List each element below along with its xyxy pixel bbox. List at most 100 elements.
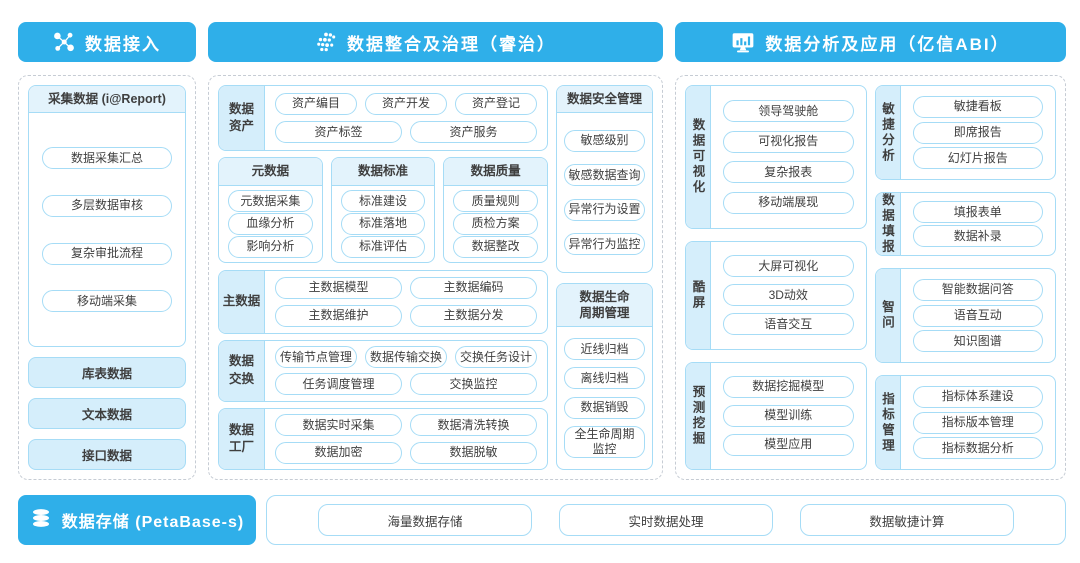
group-label: 数据填报 — [875, 193, 901, 255]
network-dots-icon — [53, 31, 75, 53]
header-label: 数据接入 — [85, 34, 161, 54]
feature-chip: 异常行为监控 — [564, 233, 645, 255]
feature-chip: 质检方案 — [453, 212, 539, 235]
feature-chip: 主数据维护 — [275, 304, 402, 327]
group-data-security: 数据安全管理 敏感级别敏感数据查询异常行为设置异常行为监控 — [556, 85, 653, 273]
feature-chip: 资产开发 — [365, 92, 447, 115]
group-items: 敏捷看板即席报告幻灯片报告 — [901, 86, 1056, 179]
group-collect-data: 采集数据 (i@Report) 数据采集汇总多层数据审核复杂审批流程移动端采集 — [28, 85, 186, 347]
group-items: 敏感级别敏感数据查询异常行为设置异常行为监控 — [557, 113, 652, 271]
group-label: 数据 交换 — [219, 340, 265, 401]
group-title: 数据质量 — [444, 158, 548, 186]
feature-chip: 离线归档 — [564, 367, 645, 390]
feature-chip: 数据脱敏 — [410, 441, 537, 464]
feature-chip: 质量规则 — [453, 190, 539, 213]
feature-chip: 语音互动 — [912, 304, 1043, 327]
storage-chip: 实时数据处理 — [559, 504, 773, 536]
group-items: 填报表单数据补录 — [901, 193, 1056, 255]
feature-chip: 任务调度管理 — [275, 373, 402, 396]
group-indicator-management: 指标管理 指标体系建设指标版本管理指标数据分析 — [874, 375, 1056, 470]
feature-chip: 复杂审批流程 — [42, 242, 172, 265]
source-box: 文本数据 — [28, 398, 186, 429]
feature-chip: 敏捷看板 — [912, 95, 1043, 118]
feature-chip: 领导驾驶舱 — [723, 100, 854, 123]
feature-chip: 数据整改 — [453, 235, 539, 258]
group-title: 元数据 — [219, 158, 322, 186]
header-data-storage: 数据存储 (PetaBase-s) — [18, 495, 256, 545]
feature-chip: 可视化报告 — [723, 130, 854, 153]
chip-row: 主数据维护主数据分发 — [275, 304, 537, 327]
chip-row: 资产标签资产服务 — [275, 121, 537, 144]
group-label: 指标管理 — [875, 376, 901, 469]
monitor-chart-icon — [731, 31, 755, 53]
chip-row: 传输节点管理数据传输交换交换任务设计 — [275, 346, 537, 369]
feature-chip: 即席报告 — [912, 121, 1043, 144]
header-label: 数据存储 (PetaBase-s) — [61, 514, 245, 531]
group-title: 数据生命 周期管理 — [557, 283, 652, 327]
chip-row: 资产编目资产开发资产登记 — [275, 92, 537, 115]
group-title: 数据标准 — [331, 158, 435, 186]
group-items: 领导驾驶舱可视化报告复杂报表移动端展现 — [711, 86, 866, 228]
database-icon — [30, 507, 52, 534]
feature-chip: 数据加密 — [275, 441, 402, 464]
group-data-standard: 数据标准 标准建设标准落地标准评估 — [330, 157, 436, 264]
group-row-meta-standard-quality: 元数据 元数据采集血缘分析影响分析 数据标准 标准建设标准落地标准评估 数据质量… — [218, 157, 549, 264]
group-metadata: 元数据 元数据采集血缘分析影响分析 — [218, 157, 323, 264]
header-data-analysis: 数据分析及应用（亿信ABI） — [675, 22, 1066, 62]
feature-chip: 智能数据问答 — [912, 278, 1043, 301]
group-smart-qa: 智问 智能数据问答语音互动知识图谱 — [874, 268, 1056, 363]
group-agile-analysis: 敏捷分析 敏捷看板即席报告幻灯片报告 — [874, 85, 1056, 180]
access-column: 数据接入 采集数据 (i@Report) 数据采集汇总多层数据审核复杂审批流程移… — [18, 22, 196, 480]
group-data-factory: 数据 工厂 数据实时采集数据清洗转换 数据加密数据脱敏 — [218, 408, 548, 470]
feature-chip: 填报表单 — [912, 201, 1043, 223]
governance-panel: 数据 资产 资产编目资产开发资产登记 资产标签资产服务 元数据 元数据采集血缘分… — [208, 75, 663, 480]
feature-chip: 大屏可视化 — [723, 255, 854, 278]
feature-chip: 元数据采集 — [228, 190, 313, 213]
feature-chip: 异常行为设置 — [564, 198, 645, 221]
feature-chip: 数据挖掘模型 — [723, 375, 854, 398]
feature-chip: 3D动效 — [723, 284, 854, 307]
group-items: 标准建设标准落地标准评估 — [332, 186, 435, 263]
feature-chip: 标准落地 — [340, 212, 426, 235]
storage-chip: 海量数据存储 — [318, 504, 532, 536]
chip-row: 主数据模型主数据编码 — [275, 276, 537, 299]
storage-items: 海量数据存储实时数据处理数据敏捷计算 — [266, 495, 1066, 545]
group-predictive-mining: 预测挖掘 数据挖掘模型模型训练模型应用 — [685, 361, 867, 470]
access-panel: 采集数据 (i@Report) 数据采集汇总多层数据审核复杂审批流程移动端采集 … — [18, 75, 196, 480]
feature-chip: 数据清洗转换 — [410, 414, 537, 437]
group-label: 预测挖掘 — [686, 362, 711, 469]
storage-chip: 数据敏捷计算 — [800, 504, 1014, 536]
group-items: 质量规则质检方案数据整改 — [444, 186, 547, 263]
feature-chip: 主数据分发 — [410, 304, 537, 327]
group-data-asset: 数据 资产 资产编目资产开发资产登记 资产标签资产服务 — [218, 85, 548, 151]
feature-chip: 影响分析 — [228, 235, 313, 258]
feature-chip: 交换任务设计 — [455, 346, 537, 369]
feature-chip: 模型训练 — [723, 404, 854, 427]
source-box: 库表数据 — [28, 357, 186, 388]
group-items: 数据挖掘模型模型训练模型应用 — [711, 363, 866, 470]
group-data-exchange: 数据 交换 传输节点管理数据传输交换交换任务设计 任务调度管理交换监控 — [218, 339, 548, 402]
chip-row: 任务调度管理交换监控 — [275, 373, 537, 396]
feature-chip: 指标体系建设 — [912, 385, 1043, 408]
source-box: 接口数据 — [28, 439, 186, 470]
group-items: 近线归档离线归档数据销毁全生命周期 监控 — [557, 327, 652, 469]
feature-chip: 血缘分析 — [228, 212, 313, 235]
feature-chip: 数据销毁 — [564, 396, 645, 419]
group-items: 数据采集汇总多层数据审核复杂审批流程移动端采集 — [29, 113, 185, 346]
group-data-visualization: 数据可视化 领导驾驶舱可视化报告复杂报表移动端展现 — [685, 85, 867, 229]
feature-chip: 主数据模型 — [275, 276, 402, 299]
feature-chip: 数据采集汇总 — [42, 147, 172, 169]
feature-chip: 语音交互 — [723, 313, 854, 336]
header-label: 数据整合及治理（睿治） — [347, 34, 556, 54]
group-label: 主数据 — [219, 270, 265, 333]
group-title: 采集数据 (i@Report) — [29, 86, 185, 114]
feature-chip: 数据实时采集 — [275, 414, 402, 437]
feature-chip: 近线归档 — [564, 338, 645, 361]
feature-chip: 资产服务 — [410, 121, 537, 144]
columns: 数据接入 采集数据 (i@Report) 数据采集汇总多层数据审核复杂审批流程移… — [18, 22, 1066, 480]
group-data-reporting: 数据填报 填报表单数据补录 — [874, 192, 1056, 256]
header-label: 数据分析及应用（亿信ABI） — [765, 34, 1010, 54]
